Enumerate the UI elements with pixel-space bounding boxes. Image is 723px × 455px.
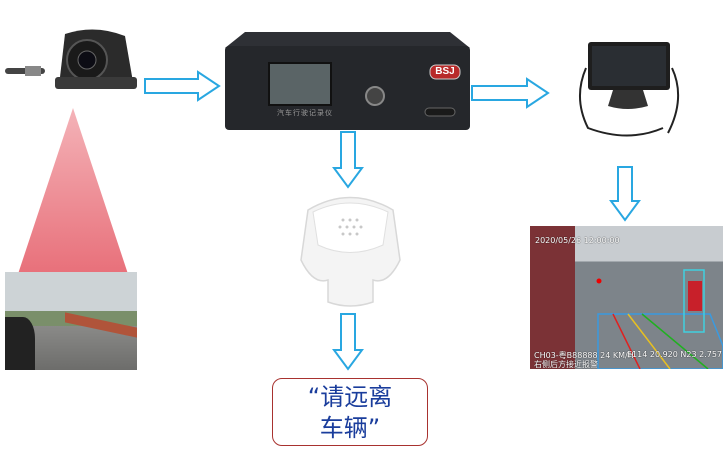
device-label: 汽车行驶记录仪 [277, 109, 333, 117]
arrow-down-icon [332, 313, 364, 371]
alert-overlay: 右侧后方接近报警 [534, 360, 598, 369]
monitor-screen-photo: 2020/05/26 12:00:00 CH03-粤B88888 24 KM/H… [530, 226, 723, 369]
arrow-down-icon [609, 166, 641, 222]
message-line-1: “请远离 [307, 383, 393, 411]
voice-message-box: “请远离 车辆” [272, 378, 428, 446]
arrow-down-icon [332, 131, 364, 189]
channel-overlay: CH03-粤B88888 24 KM/H [534, 351, 634, 360]
arrow-right-icon [144, 70, 221, 102]
camera-icon [5, 29, 137, 89]
dvr-device [225, 32, 470, 130]
monitor-device [578, 42, 680, 137]
message-line-2: 车辆” [319, 414, 381, 442]
camera-beam [18, 108, 128, 274]
gps-overlay: E114 20.920 N23 2.757 [627, 350, 723, 359]
arrow-right-icon [471, 77, 550, 109]
road-photo [5, 272, 137, 370]
speaker-device [300, 196, 401, 307]
device-logo: BSJ [435, 66, 455, 77]
timestamp-overlay: 2020/05/26 12:00:00 [535, 236, 620, 245]
